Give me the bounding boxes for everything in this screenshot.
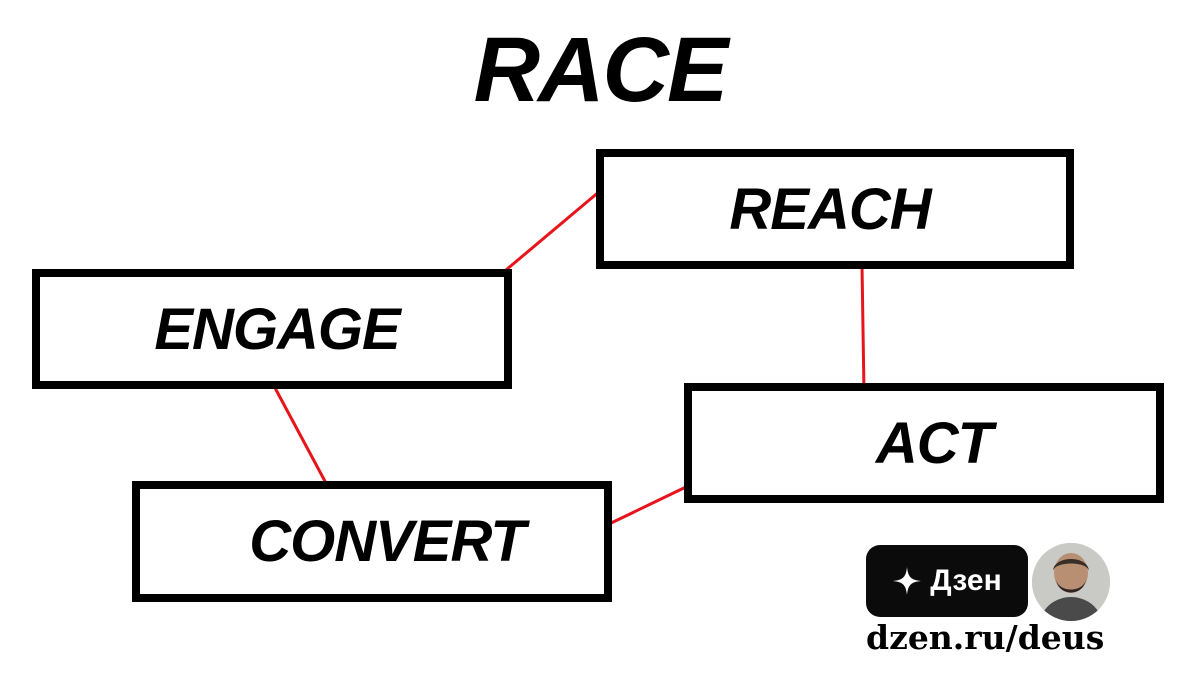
dzen-badge-label: Дзен: [930, 564, 1002, 597]
node-reach: REACH: [596, 149, 1074, 269]
dzen-badge[interactable]: Дзен: [866, 545, 1028, 617]
node-act-label: ACT: [875, 410, 993, 476]
node-engage: ENGAGE: [32, 269, 512, 389]
footer-url[interactable]: dzen.ru/deus: [866, 618, 1105, 657]
node-engage-label: ENGAGE: [154, 296, 400, 362]
connector-act-convert: [606, 484, 689, 527]
node-reach-label: REACH: [729, 176, 931, 242]
connector-engage-convert: [272, 385, 329, 486]
sparkle-star-icon: [893, 567, 922, 595]
author-avatar[interactable]: [1032, 543, 1110, 621]
node-convert-label: CONVERT: [249, 509, 526, 574]
diagram-title: RACE: [473, 19, 729, 121]
connector-engage-reach: [505, 189, 601, 272]
connector-reach-act: [860, 264, 866, 393]
node-act: ACT: [684, 383, 1164, 503]
avatar-portrait: [1032, 543, 1110, 621]
node-convert: CONVERT: [132, 481, 612, 602]
